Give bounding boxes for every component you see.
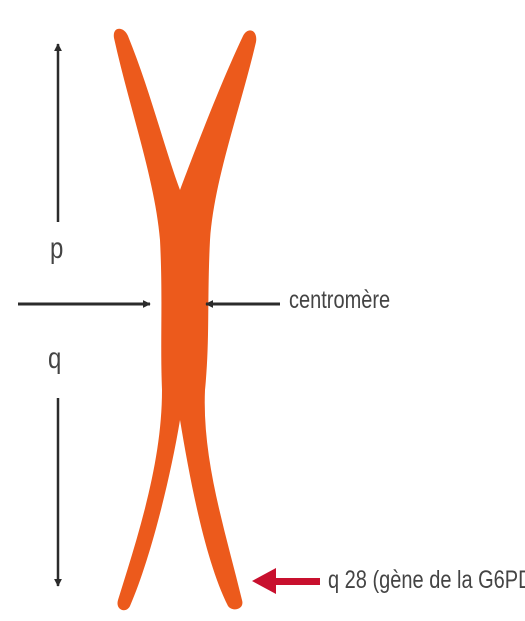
gene-marker-arrow — [252, 568, 320, 594]
gene-locus-label: q 28 (gène de la G6PD) — [328, 566, 525, 595]
q-arm-label: q — [48, 342, 61, 376]
chromosome-shape — [114, 29, 256, 611]
p-arm-label: p — [50, 232, 63, 266]
centromere-label: centromère — [289, 286, 390, 315]
